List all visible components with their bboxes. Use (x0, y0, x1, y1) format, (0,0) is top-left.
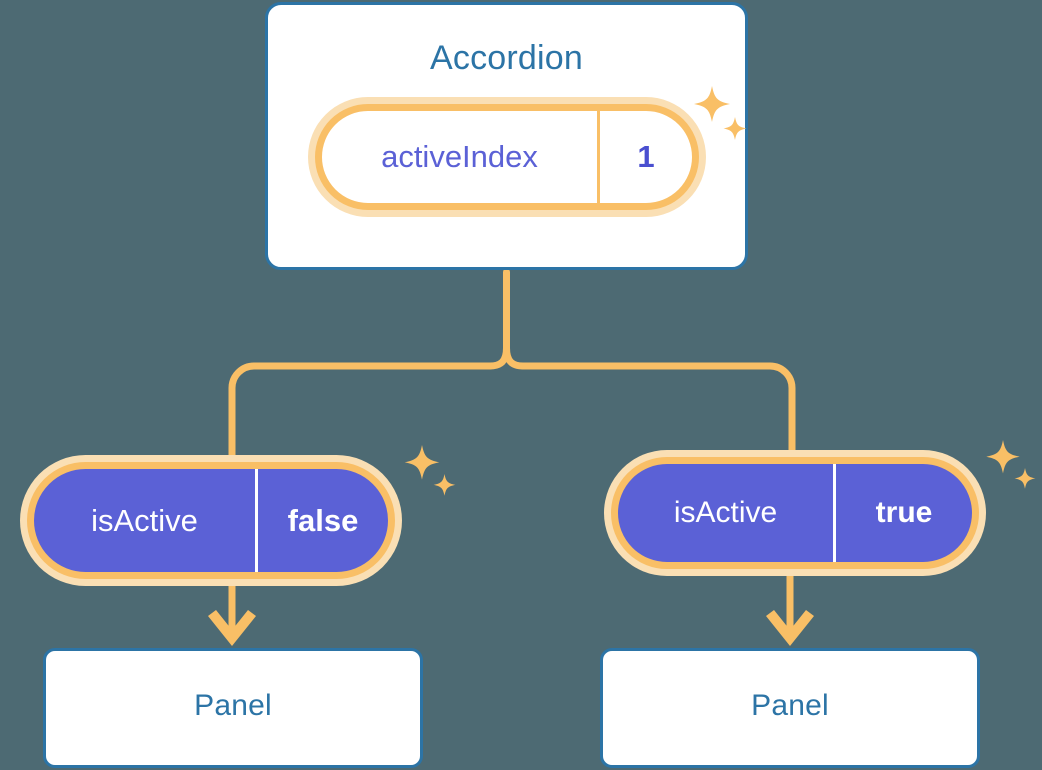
state-value-label: true (875, 496, 933, 529)
arrow-right-group (766, 576, 814, 646)
arrow-left-group (208, 586, 256, 646)
card-title-panel: Panel (751, 689, 829, 722)
connector-split-left (486, 344, 510, 370)
state-key-label: isActive (34, 469, 258, 572)
component-card-panel-right[interactable]: Panel (600, 648, 980, 768)
arrow-down-icon-left (208, 610, 256, 646)
component-card-panel-left[interactable]: Panel (43, 648, 423, 768)
card-title-accordion: Accordion (430, 39, 583, 77)
card-title-panel: Panel (194, 689, 272, 722)
state-value-label: 1 (637, 139, 655, 174)
sparkle-icon-left (404, 445, 456, 496)
state-pill-active-index[interactable]: activeIndex 1 (308, 97, 706, 217)
connector-split-right (503, 344, 527, 370)
connector-branch-left (228, 362, 494, 466)
state-key-label: isActive (618, 464, 836, 562)
state-key-label: activeIndex (322, 111, 600, 203)
arrow-down-icon-right (766, 610, 814, 646)
state-pill-body: isActive false (27, 462, 395, 579)
connector-branch-right (519, 362, 796, 460)
state-pill-body: activeIndex 1 (315, 104, 699, 210)
state-pill-is-active-false[interactable]: isActive false (20, 455, 402, 586)
state-value-label: false (287, 502, 359, 538)
sparkle-icon-right (986, 440, 1036, 489)
state-pill-is-active-true[interactable]: isActive true (604, 450, 986, 576)
state-pill-body: isActive true (611, 457, 979, 569)
